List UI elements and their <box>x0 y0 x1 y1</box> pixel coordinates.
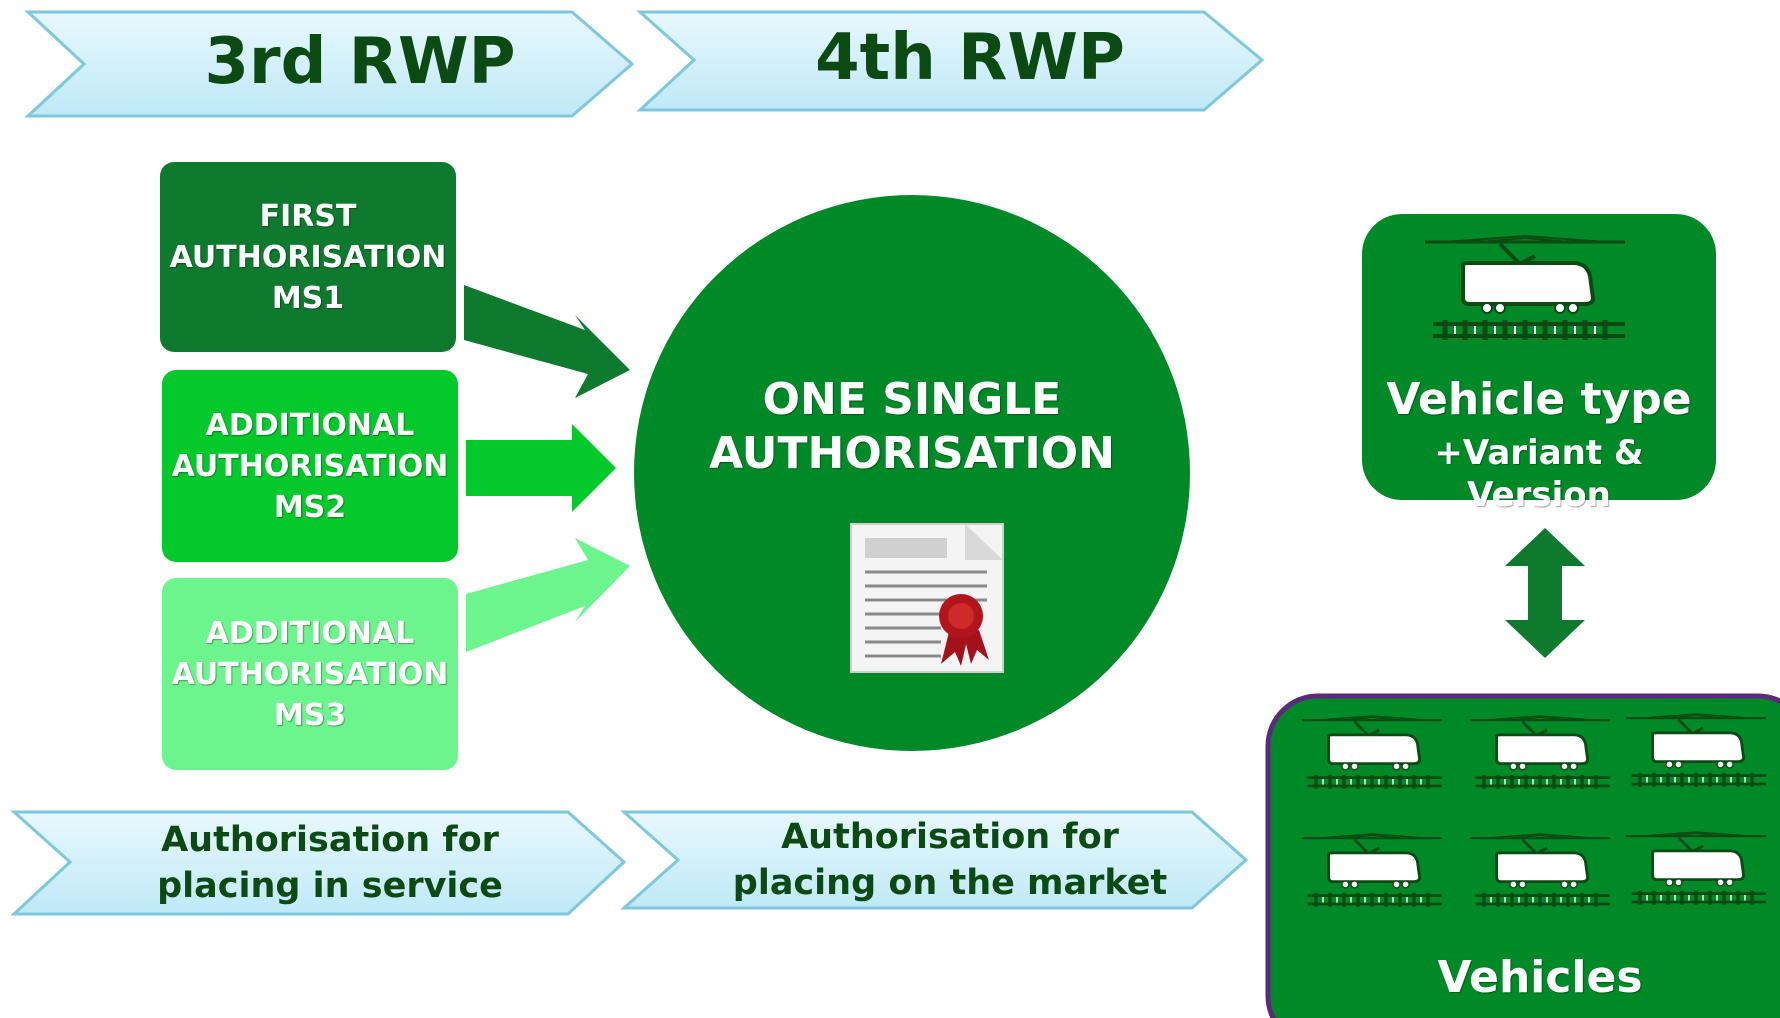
single-authorisation-label: ONE SINGLE AUTHORISATION <box>709 374 1115 479</box>
footer-label-placing-on-market: Authorisation for placing on the market <box>732 817 1168 903</box>
vehicles-label: Vehicles <box>1437 952 1643 1003</box>
authorisation-text-ms3: ADDITIONAL AUTHORISATION MS3 <box>171 615 449 733</box>
arrow-ms1-to-center <box>464 285 630 398</box>
vehicle-type-title: Vehicle type <box>1386 374 1692 425</box>
chevron-placing-on-market <box>620 810 1249 910</box>
vehicle-type-box <box>1362 214 1716 500</box>
arrow-ms2-to-center <box>466 424 616 512</box>
header-label-3rd-rwp: 3rd RWP <box>204 25 516 99</box>
chevron-4th-rwp <box>636 10 1265 112</box>
chevron-placing-in-service <box>10 810 627 916</box>
certificate-icon <box>850 523 1004 673</box>
arrow-ms3-to-center <box>466 538 630 652</box>
authorisation-box-ms3 <box>162 578 458 770</box>
authorisation-box-ms1 <box>160 162 456 352</box>
authorisation-text-ms1: FIRST AUTHORISATION MS1 <box>169 198 447 316</box>
vehicle-type-subtitle: +Variant & Version <box>1434 433 1644 515</box>
footer-label-placing-in-service: Authorisation for placing in service <box>157 820 503 906</box>
header-label-4th-rwp: 4th RWP <box>815 21 1125 95</box>
single-authorisation-circle <box>634 195 1190 751</box>
authorisation-box-ms2 <box>162 370 458 562</box>
double-arrow-icon <box>1505 528 1585 658</box>
authorisation-text-ms2: ADDITIONAL AUTHORISATION MS2 <box>171 407 449 525</box>
chevron-3rd-rwp <box>24 10 635 118</box>
